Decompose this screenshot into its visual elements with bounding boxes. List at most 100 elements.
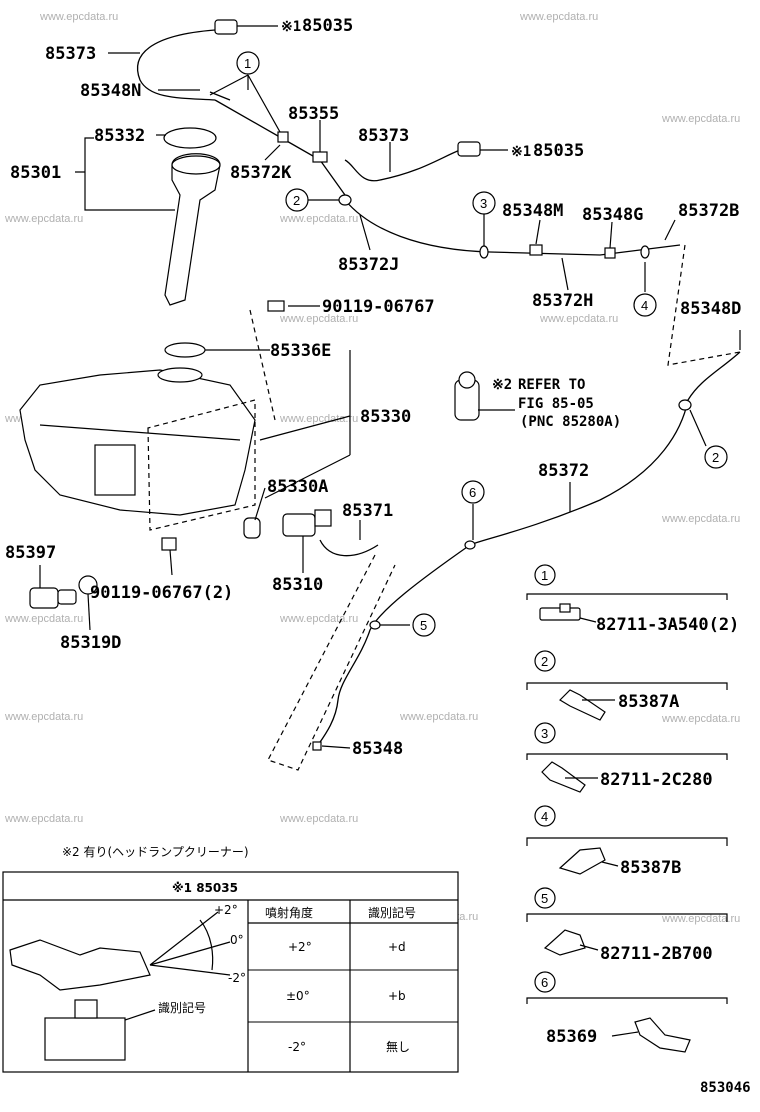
label-85397[interactable]: 85397: [5, 543, 56, 563]
label-85348n[interactable]: 85348N: [80, 81, 141, 101]
svg-text:6: 6: [469, 485, 476, 500]
watermark: www.epcdata.ru: [279, 613, 358, 625]
callout-1[interactable]: 1: [236, 51, 260, 75]
callout-2-upper[interactable]: 2: [285, 188, 309, 212]
label-85330a[interactable]: 85330A: [267, 477, 328, 497]
ref-text-1: REFER TO: [518, 377, 585, 393]
cap-85332: [163, 127, 217, 149]
label-85371[interactable]: 85371: [342, 501, 393, 521]
label-85330[interactable]: 85330: [360, 407, 411, 427]
label-85348[interactable]: 85348: [352, 739, 403, 759]
label-85348g[interactable]: 85348G: [582, 205, 643, 225]
watermark: www.epcdata.ru: [279, 813, 358, 825]
dashed-85348d: [667, 244, 741, 366]
label-85372h[interactable]: 85372H: [532, 291, 593, 311]
watermark: www.epcdata.ru: [661, 913, 740, 925]
ref-text-3: (PNC 85280A): [520, 414, 621, 430]
legend-5[interactable]: 5: [526, 887, 728, 956]
legend-part-5[interactable]: 82711-2B700: [600, 944, 713, 964]
hose-85373-b: [344, 149, 461, 182]
ref-text-2: FIG 85-05: [518, 396, 594, 412]
tank-85330: [19, 369, 256, 516]
joint-85348g: [604, 247, 616, 259]
label-85372[interactable]: 85372: [538, 461, 589, 481]
joint-85348m: [529, 244, 543, 256]
label-85372b[interactable]: 85372B: [678, 201, 739, 221]
label-90119-b[interactable]: 90119-06767(2): [90, 583, 233, 603]
legend-part-3[interactable]: 82711-2C280: [600, 770, 713, 790]
label-85373-b[interactable]: 85373: [358, 126, 409, 146]
svg-text:1: 1: [541, 568, 548, 583]
svg-text:2: 2: [293, 193, 300, 208]
nozzle-table: ※1 85035 噴射角度 識別記号 +2° +d ±0° +b -2° 無し …: [2, 871, 459, 1073]
gasket-85336e: [164, 342, 206, 358]
label-85332[interactable]: 85332: [94, 126, 145, 146]
watermark: www.epcdata.ru: [539, 313, 618, 325]
label-85310[interactable]: 85310: [272, 575, 323, 595]
label-85355[interactable]: 85355: [288, 104, 339, 124]
hose-85373-a: [136, 29, 216, 101]
row3-angle: -2°: [288, 1040, 306, 1054]
legend-part-1[interactable]: 82711-3A540(2): [596, 615, 739, 635]
angle-plus2: +2°: [214, 903, 238, 917]
watermark: www.epcdata.ru: [4, 711, 83, 723]
label-85319d[interactable]: 85319D: [60, 633, 121, 653]
pump-connector: [314, 509, 332, 527]
watermark: www.epcdata.ru: [661, 513, 740, 525]
nozzle-85035-top: [214, 19, 238, 35]
legend-4[interactable]: 4: [526, 805, 728, 875]
clip-2-upper: [338, 194, 352, 206]
bolt-90119-b: [161, 537, 177, 551]
label-85348m[interactable]: 85348M: [502, 201, 563, 221]
dashed-bolt: [249, 309, 276, 421]
angle-minus2: -2°: [228, 971, 246, 985]
legend-2[interactable]: 2: [526, 650, 728, 721]
label-85035-mid[interactable]: 85035: [533, 141, 584, 161]
label-85372k[interactable]: 85372K: [230, 163, 292, 183]
svg-text:5: 5: [541, 891, 548, 906]
callout-4[interactable]: 4: [633, 293, 657, 317]
svg-text:1: 1: [244, 56, 251, 71]
diagram-number: 853046: [700, 1080, 751, 1096]
clip-legend: 1 82711-3A540(2) 2 85387A 3 82711-2C280 …: [526, 564, 739, 1053]
legend-part-6[interactable]: 85369: [546, 1027, 597, 1047]
col-code: 識別記号: [368, 905, 416, 920]
callouts: 1 2 3 4 2 6 5: [236, 51, 728, 637]
id-mark-label: 識別記号: [158, 1000, 206, 1015]
tank-neck: [157, 367, 203, 383]
parts: [19, 19, 692, 751]
label-85035-top[interactable]: 85035: [302, 16, 353, 36]
nozzle-sketch: [9, 939, 151, 991]
callout-3[interactable]: 3: [472, 191, 496, 215]
headlamp-note: ※2 有り(ヘッドランプクリーナー): [62, 845, 249, 859]
svg-text:4: 4: [541, 809, 548, 824]
legend-6[interactable]: 6: [526, 971, 728, 1053]
hose-85372k: [214, 99, 346, 196]
watermark: www.epcdata.ru: [39, 11, 118, 23]
tank-seam: [39, 424, 241, 441]
callout-2-lower[interactable]: 2: [704, 445, 728, 469]
row2-angle: ±0°: [286, 989, 310, 1003]
legend-1[interactable]: 1: [526, 564, 728, 623]
legend-part-2[interactable]: 85387A: [618, 692, 679, 712]
hose-lines: [136, 29, 741, 771]
label-85301[interactable]: 85301: [10, 163, 61, 183]
legend-part-4[interactable]: 85387B: [620, 858, 681, 878]
pump-85310: [282, 513, 316, 537]
callout-6[interactable]: 6: [461, 480, 485, 504]
angle-zero: 0°: [230, 933, 244, 947]
watermark: www.epcdata.ru: [4, 813, 83, 825]
legend-3[interactable]: 3: [526, 722, 728, 793]
label-90119-a[interactable]: 90119-06767: [322, 297, 435, 317]
callout-5[interactable]: 5: [412, 613, 436, 637]
clip-6: [464, 540, 476, 550]
label-85336e[interactable]: 85336E: [270, 341, 331, 361]
dashed-tank: [147, 399, 256, 531]
bolt-90119-a: [267, 300, 285, 312]
label-85348d[interactable]: 85348D: [680, 299, 741, 319]
label-85372j[interactable]: 85372J: [338, 255, 399, 275]
svg-text:3: 3: [541, 726, 548, 741]
grommet-85330a: [243, 517, 261, 539]
label-85373-a[interactable]: 85373: [45, 44, 96, 64]
svg-text:4: 4: [641, 298, 648, 313]
